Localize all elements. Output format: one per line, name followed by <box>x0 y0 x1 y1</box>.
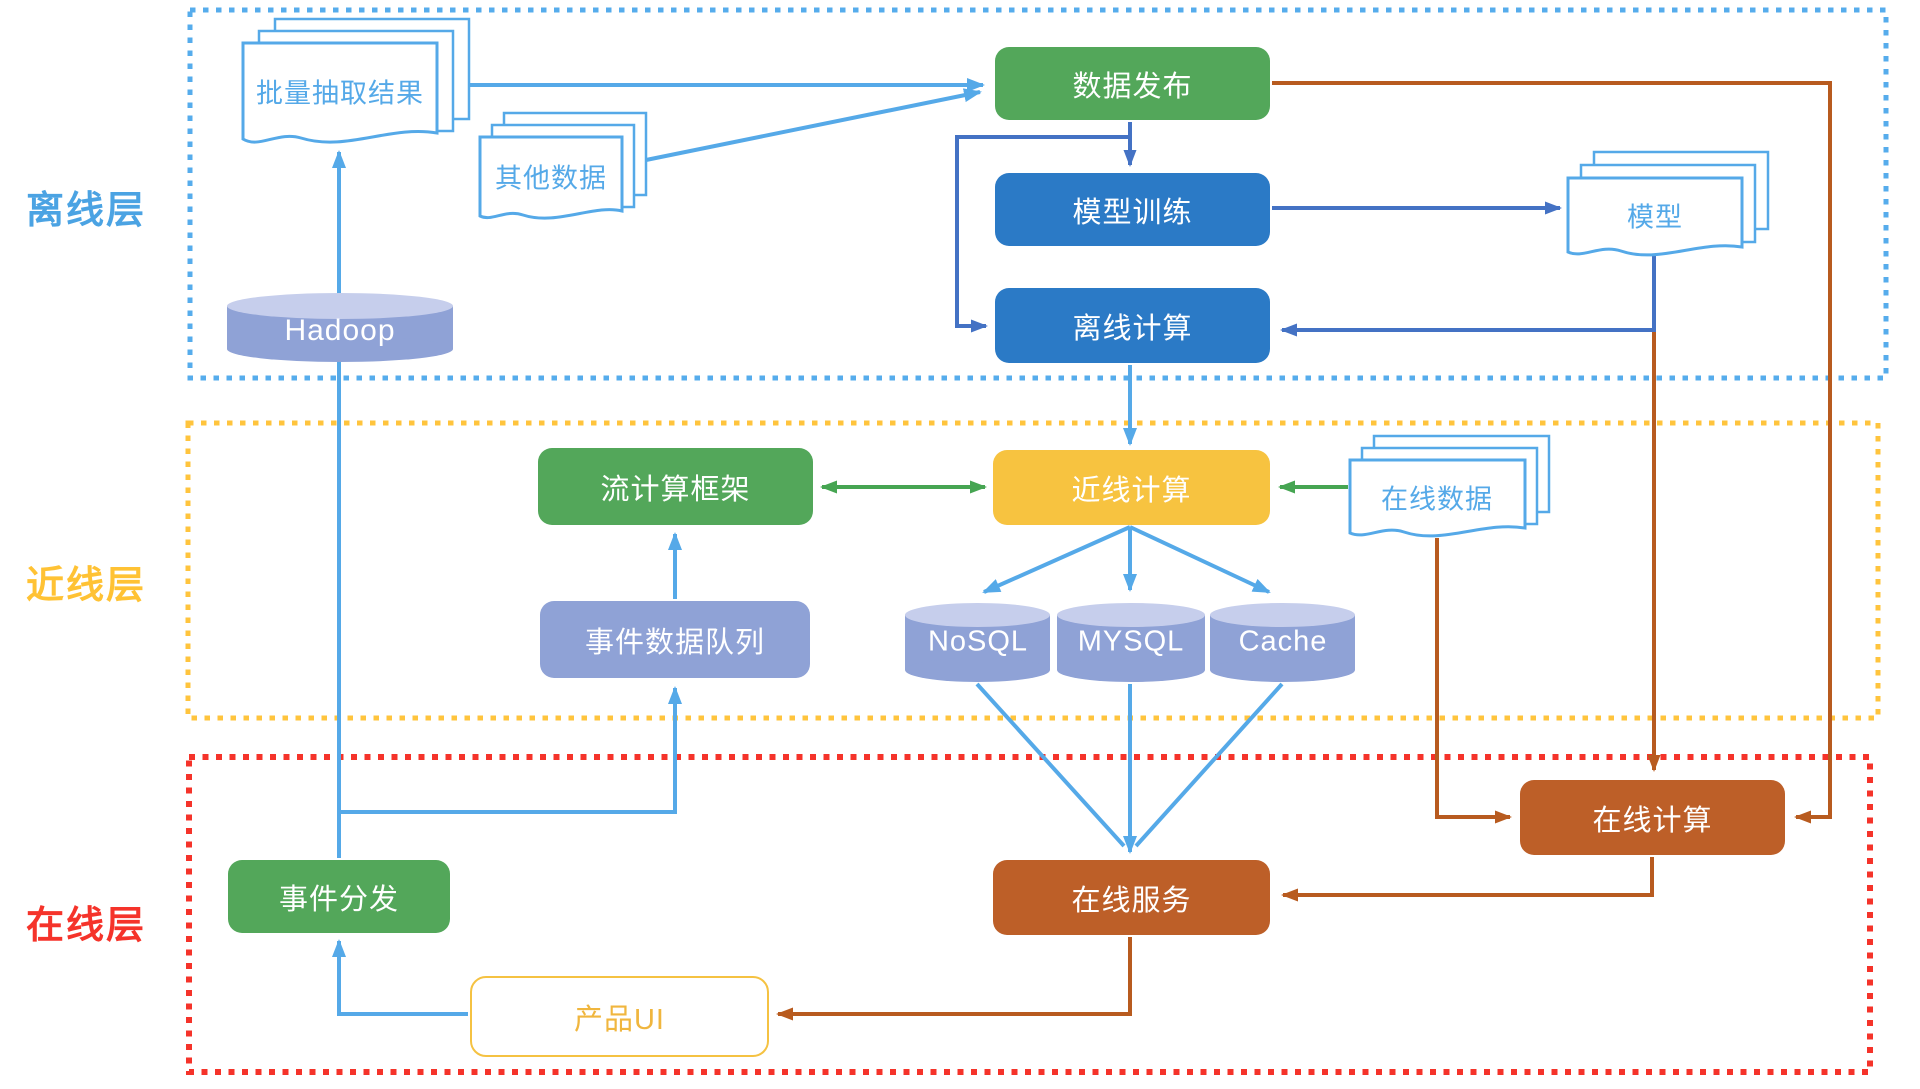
mysql-cylinder-icon <box>1057 603 1205 682</box>
edge-publish-to-offline-compute <box>955 135 1130 333</box>
edge-cache-to-service <box>1134 682 1284 848</box>
edge-online-compute-to-online-service <box>1281 857 1654 902</box>
node-nearline-compute: 近线计算 <box>993 450 1270 525</box>
other-data-doc-icon <box>478 111 648 220</box>
online-layer-border <box>186 754 1873 1075</box>
nosql-label: NoSQL <box>927 625 1029 658</box>
edge-online-data-to-online-compute <box>1435 538 1512 824</box>
online-data-doc-icon <box>1348 434 1551 538</box>
node-online-service: 在线服务 <box>993 860 1270 935</box>
hadoop-label: Hadoop <box>284 314 396 347</box>
node-model-training: 模型训练 <box>995 173 1270 246</box>
edge-model-to-offline-compute <box>1280 255 1656 337</box>
cache-cylinder-icon <box>1210 603 1355 682</box>
node-offline-compute: 离线计算 <box>995 288 1270 363</box>
cache-label: Cache <box>1238 625 1328 658</box>
node-data-publish: 数据发布 <box>995 47 1270 120</box>
edge-other-data-to-publish <box>645 88 982 162</box>
edge-nosql-to-service <box>975 682 1126 848</box>
node-product-ui: 产品UI <box>470 976 769 1057</box>
cylinder-shapes <box>227 293 1355 682</box>
batch-result-doc-label: 批量抽取结果 <box>256 78 424 109</box>
online-data-doc-label: 在线数据 <box>1381 484 1493 515</box>
node-online-compute: 在线计算 <box>1520 780 1785 855</box>
navy-connectors <box>955 122 1656 337</box>
node-event-queue: 事件数据队列 <box>540 601 810 678</box>
online-layer-label: 在线层 <box>26 905 147 947</box>
nearline-layer-label: 近线层 <box>26 565 147 607</box>
sky-connectors <box>332 78 1284 1016</box>
brown-connectors <box>776 81 1832 1021</box>
offline-layer-border <box>187 7 1889 381</box>
hadoop-cylinder-icon <box>227 293 453 362</box>
mysql-label: MYSQL <box>1077 625 1185 658</box>
model-doc-label: 模型 <box>1627 202 1683 233</box>
offline-layer-label: 离线层 <box>26 190 147 232</box>
edge-nearline-to-cache <box>1129 525 1271 594</box>
other-data-doc-label: 其他数据 <box>495 163 607 194</box>
batch-result-doc-icon <box>241 17 471 144</box>
nearline-layer-border <box>185 420 1881 721</box>
document-shapes <box>241 17 1770 538</box>
node-event-dispatch: 事件分发 <box>228 860 450 933</box>
nosql-cylinder-icon <box>905 603 1050 682</box>
model-doc-icon <box>1566 150 1770 257</box>
edge-product-ui-to-dispatch <box>332 939 468 1016</box>
edge-nearline-to-nosql <box>982 525 1131 594</box>
edge-publish-to-online-compute <box>1272 81 1832 824</box>
edge-dispatch-to-event-queue <box>339 686 682 814</box>
node-stream-framework: 流计算框架 <box>538 448 813 525</box>
edge-online-service-to-product-ui <box>776 937 1132 1021</box>
